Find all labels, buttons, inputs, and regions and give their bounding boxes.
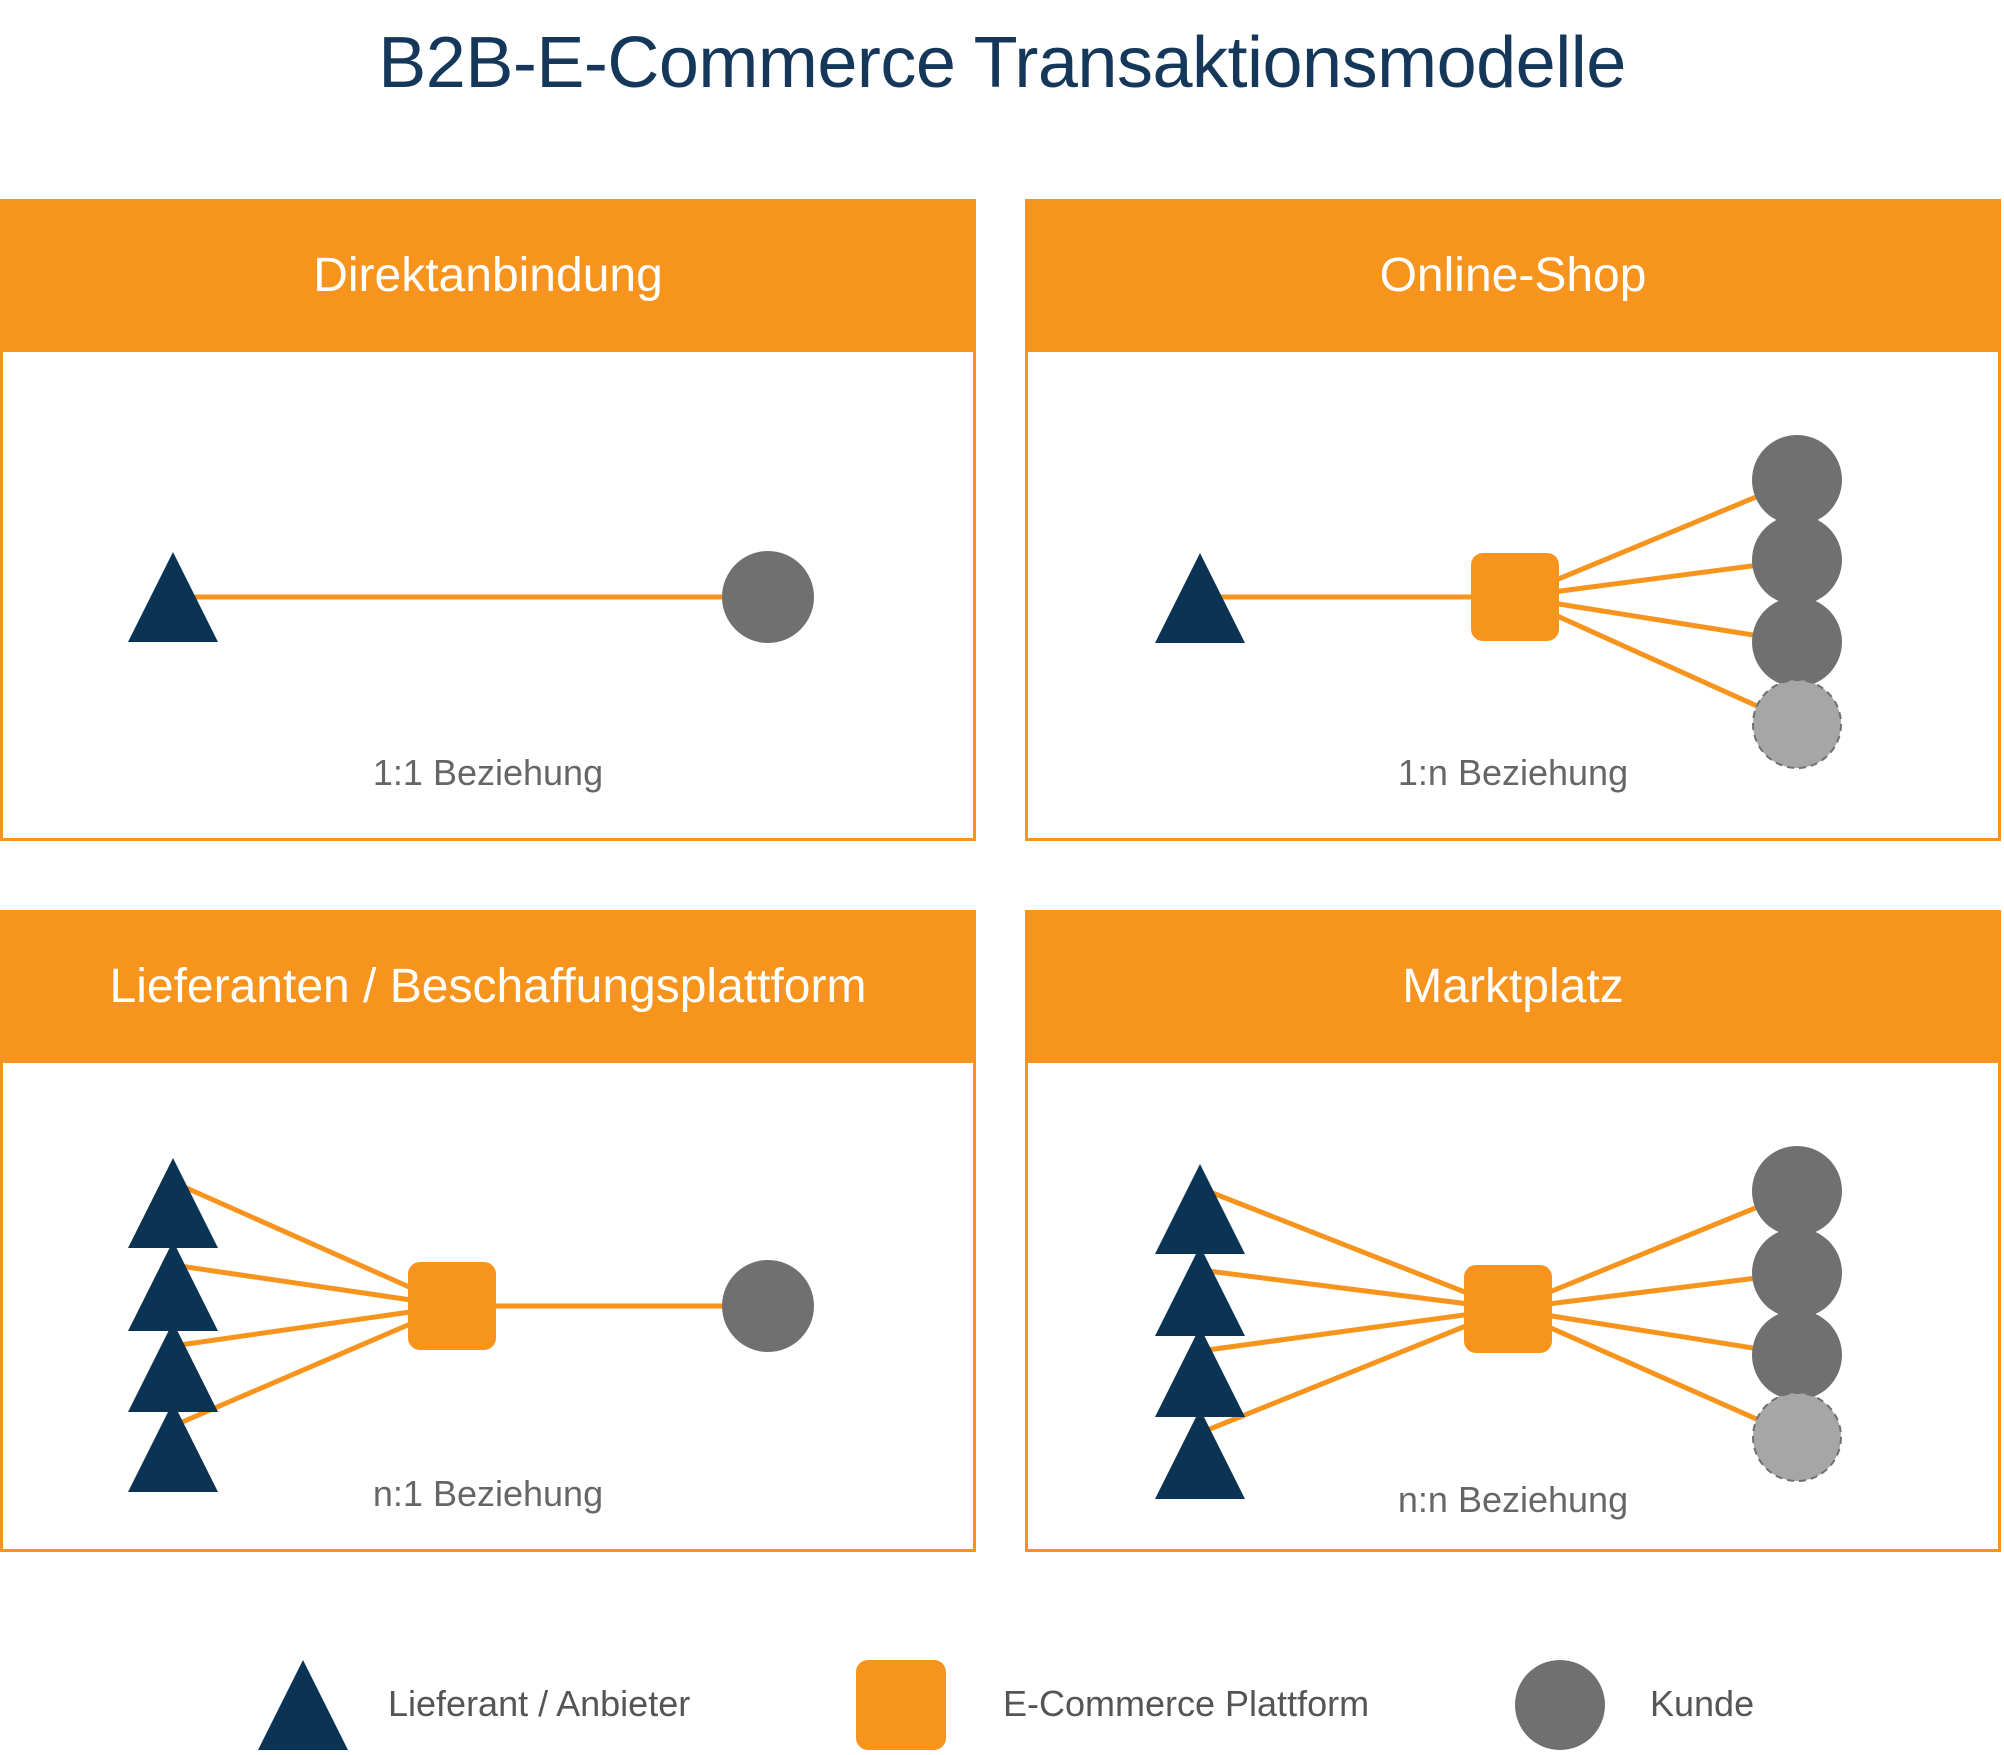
supplier-triangle-icon [128, 1158, 218, 1248]
panel-beschaffungsplattform: Lieferanten / Beschaffungsplattform n:1 … [0, 910, 976, 1552]
supplier-triangle-icon [128, 1402, 218, 1492]
supplier-triangle-icon [1155, 1246, 1245, 1336]
relation-label: n:n Beziehung [1397, 1479, 1629, 1520]
panel-marktplatz: Marktplatz n:n Beziehung [1025, 910, 2001, 1552]
relation-label: n:1 Beziehung [372, 1473, 604, 1514]
customer-circle-icon [1752, 515, 1842, 605]
customer-circle-icon [722, 1260, 814, 1352]
connection-line [1514, 477, 1798, 600]
supplier-triangle-icon [128, 1322, 218, 1412]
connection-line [1514, 557, 1798, 600]
connection-line [1514, 594, 1798, 645]
connection-line [1199, 1306, 1509, 1354]
panel-title: Direktanbindung [0, 199, 976, 352]
relation-label: 1:n Beziehung [1397, 752, 1629, 793]
online-shop-diagram [1155, 435, 1842, 769]
connection-line [172, 1262, 453, 1309]
connection-line [1506, 1306, 1799, 1440]
connection-line [1513, 594, 1799, 727]
connection-line [1507, 1306, 1798, 1358]
customer-circle-icon [1752, 1228, 1842, 1318]
platform-square-icon [408, 1262, 496, 1350]
panel-title: Lieferanten / Beschaffungsplattform [0, 910, 976, 1063]
customer-circle-icon [1752, 435, 1842, 525]
circle-icon [1515, 1660, 1605, 1750]
connection-line [172, 1303, 453, 1349]
panel-title: Marktplatz [1025, 910, 2001, 1063]
connection-line [1199, 1185, 1509, 1312]
connection-line [1199, 1306, 1509, 1436]
supplier-triangle-icon [128, 1241, 218, 1331]
direktanbindung-diagram [128, 551, 814, 643]
supplier-triangle-icon [1155, 1327, 1245, 1417]
customer-circle-icon [1752, 597, 1842, 687]
customer-circle-icon [722, 551, 814, 643]
connection-line [1507, 1188, 1798, 1312]
legend-label-customer: Kunde [1650, 1683, 1755, 1724]
connection-line [1199, 1267, 1509, 1312]
platform-square-icon [1471, 553, 1559, 641]
connection-line [171, 1179, 454, 1309]
beschaffungsplattform-diagram [128, 1158, 814, 1492]
panel-online-shop: Online-Shop 1:n Beziehung [1025, 199, 2001, 841]
platform-square-icon [1464, 1265, 1552, 1353]
supplier-triangle-icon [1155, 553, 1245, 643]
legend-label-platform: E-Commerce Plattform [1003, 1683, 1370, 1724]
square-icon [856, 1660, 946, 1750]
panel-title: Online-Shop [1025, 199, 2001, 352]
customer-circle-icon [1752, 1310, 1842, 1400]
legend-label-supplier: Lieferant / Anbieter [388, 1683, 691, 1724]
relation-label: 1:1 Beziehung [372, 752, 604, 793]
potential-customer-circle-icon [1752, 679, 1842, 769]
triangle-icon [258, 1660, 348, 1750]
supplier-triangle-icon [1155, 1164, 1245, 1254]
supplier-triangle-icon [1155, 1409, 1245, 1499]
customer-circle-icon [1752, 1146, 1842, 1236]
potential-customer-circle-icon [1752, 1392, 1842, 1482]
connection-line [172, 1303, 453, 1429]
marktplatz-diagram [1155, 1146, 1842, 1499]
connection-line [1507, 1270, 1798, 1312]
supplier-triangle-icon [128, 552, 218, 642]
panel-direktanbindung: Direktanbindung 1:1 Beziehung [0, 199, 976, 841]
page-title: B2B-E-Commerce Transaktionsmodelle [378, 23, 1626, 103]
